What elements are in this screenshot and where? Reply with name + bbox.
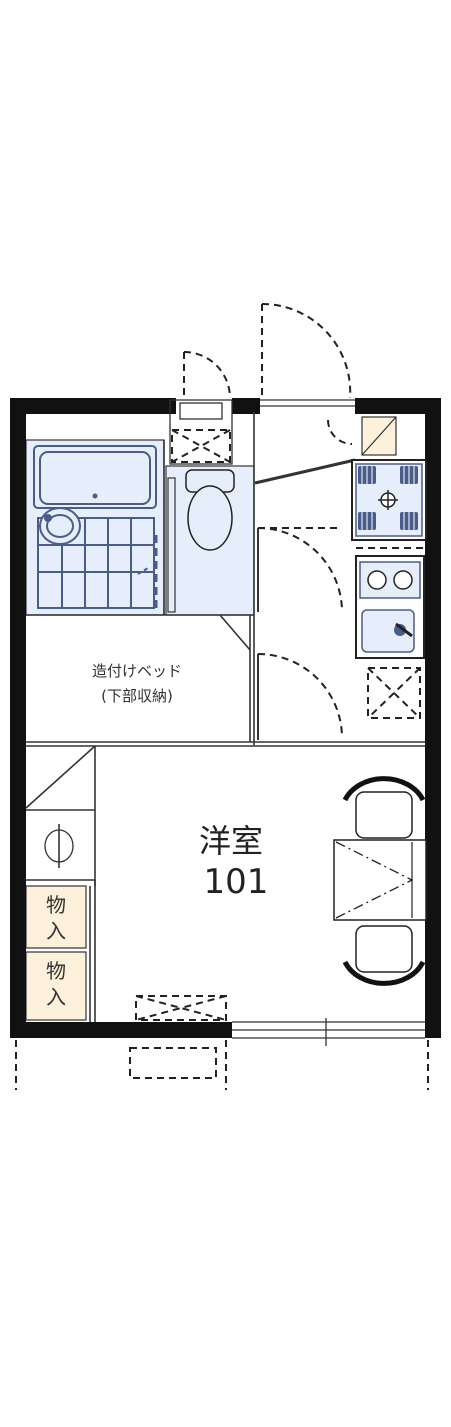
main-room-number: 101 bbox=[204, 862, 269, 902]
upper-door-swing bbox=[183, 351, 231, 399]
main-room-name: 洋室 bbox=[199, 822, 263, 860]
dining-table bbox=[333, 839, 427, 921]
kitchen-stove bbox=[351, 459, 427, 541]
toilet bbox=[185, 469, 235, 551]
storage-panel-diagonal bbox=[361, 416, 397, 456]
washer-space bbox=[169, 399, 233, 465]
storage-2-label-top: 物 bbox=[46, 959, 66, 983]
entrance-step bbox=[254, 458, 356, 485]
outdoor-unit-space bbox=[129, 1047, 217, 1079]
bedroom-door bbox=[257, 653, 343, 740]
dining-chair-top bbox=[342, 776, 426, 839]
storage-2-label-bottom: 入 bbox=[46, 985, 66, 1009]
toilet-door bbox=[257, 527, 343, 613]
balcony-window bbox=[232, 1018, 425, 1046]
shower-hose bbox=[137, 567, 149, 575]
closet-hanger-symbol bbox=[44, 824, 74, 868]
bathroom-washbasin bbox=[39, 507, 81, 545]
kitchen-sink-unit bbox=[355, 555, 425, 659]
inner-walls bbox=[25, 412, 425, 1022]
burner-grid bbox=[361, 466, 415, 530]
storage-closet-2 bbox=[25, 951, 87, 1021]
ac-unit-space bbox=[135, 995, 227, 1021]
storage-closet-1 bbox=[25, 885, 87, 949]
built-in-bed-label: 造付けベッド bbox=[92, 662, 182, 680]
outer-walls bbox=[10, 398, 441, 1038]
storage-1-label-bottom: 入 bbox=[46, 919, 66, 943]
fridge-space bbox=[367, 667, 421, 719]
storage-1-label-top: 物 bbox=[46, 893, 66, 917]
shoe-cabinet-swing bbox=[327, 419, 353, 445]
under-storage-label: (下部収納) bbox=[101, 687, 173, 705]
bathtub bbox=[33, 445, 157, 509]
entrance-door bbox=[260, 302, 355, 407]
toilet-shelf bbox=[167, 477, 176, 613]
dining-chair-bottom bbox=[342, 925, 426, 986]
